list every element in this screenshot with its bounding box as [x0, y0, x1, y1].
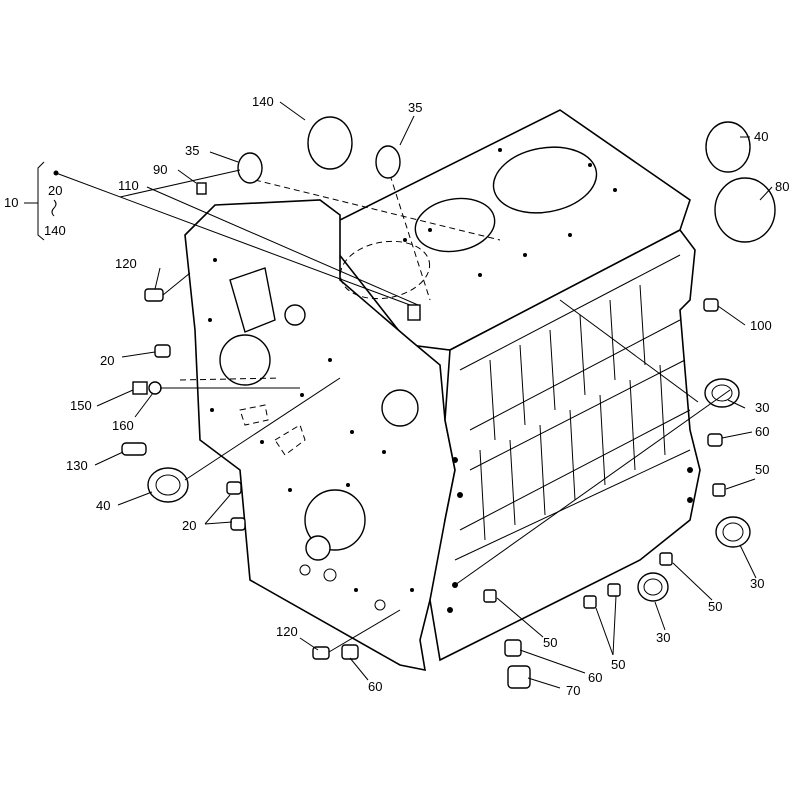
callout-30-bottom: 30 — [656, 630, 670, 645]
part-40-right-plug — [705, 121, 751, 173]
part-110-dowel — [407, 304, 421, 321]
part-120-top-pin — [144, 288, 164, 302]
part-30-seal-right-1 — [704, 378, 740, 408]
cylinder-block — [179, 109, 701, 672]
callout-60-middle: 60 — [588, 670, 602, 685]
callout-40-left: 40 — [96, 498, 110, 513]
part-120-bottom-pin — [312, 646, 330, 660]
callout-20-range-start: 20 — [48, 183, 62, 198]
part-35-left-plug — [237, 152, 263, 184]
part-80-plug — [714, 177, 776, 243]
part-30-seal-right-2 — [715, 516, 751, 548]
callout-100: 100 — [750, 318, 772, 333]
part-150-nut — [132, 381, 148, 395]
callout-130: 130 — [66, 458, 88, 473]
callout-140-top: 140 — [252, 94, 274, 109]
part-100-pin — [703, 298, 719, 312]
part-35-top-plug — [375, 145, 401, 179]
callout-140-range-end: 140 — [44, 223, 66, 238]
part-60-middle-plug — [504, 639, 522, 657]
part-130-pin — [121, 442, 147, 456]
part-160-washer — [148, 381, 162, 395]
part-60-bottom-plug — [341, 644, 359, 660]
callout-50-middle-2: 50 — [611, 657, 625, 672]
part-50-plugs-middle — [483, 583, 621, 609]
callout-60-bottom: 60 — [368, 679, 382, 694]
callout-150: 150 — [70, 398, 92, 413]
callout-80: 80 — [775, 179, 789, 194]
callout-50-right-1: 50 — [755, 462, 769, 477]
callout-30-right-2: 30 — [750, 576, 764, 591]
part-90-pin — [196, 182, 207, 195]
part-20-bottom-pins — [226, 481, 246, 531]
part-20-left-pin — [154, 344, 171, 358]
callout-35-top: 35 — [408, 100, 422, 115]
part-140-top-plug — [307, 116, 353, 170]
callout-120-bottom: 120 — [276, 624, 298, 639]
callout-110: 110 — [118, 178, 139, 193]
callout-50-right-2: 50 — [708, 599, 722, 614]
callout-70: 70 — [566, 683, 580, 698]
callout-120-top: 120 — [115, 256, 137, 271]
callout-20-left: 20 — [100, 353, 114, 368]
part-50-plug-right-1 — [712, 483, 726, 497]
callout-labels: 140 35 35 90 110 10 20 140 40 80 120 100… — [4, 94, 789, 698]
part-30-seal-bottom — [637, 572, 669, 602]
callout-160: 160 — [112, 418, 134, 433]
part-60-plug-right-1 — [707, 433, 723, 447]
callout-20-bottom: 20 — [182, 518, 196, 533]
callout-50-middle-1: 50 — [543, 635, 557, 650]
part-40-left-seal — [147, 467, 189, 503]
callout-30-right-1: 30 — [755, 400, 769, 415]
part-70-plug — [507, 665, 531, 689]
callout-90: 90 — [153, 162, 167, 177]
leader-lines — [24, 101, 773, 689]
callout-10: 10 — [4, 195, 18, 210]
part-50-plug-right-2 — [659, 552, 673, 566]
callout-35-left: 35 — [185, 143, 199, 158]
callout-60-right-1: 60 — [755, 424, 769, 439]
callout-40-right: 40 — [754, 129, 768, 144]
